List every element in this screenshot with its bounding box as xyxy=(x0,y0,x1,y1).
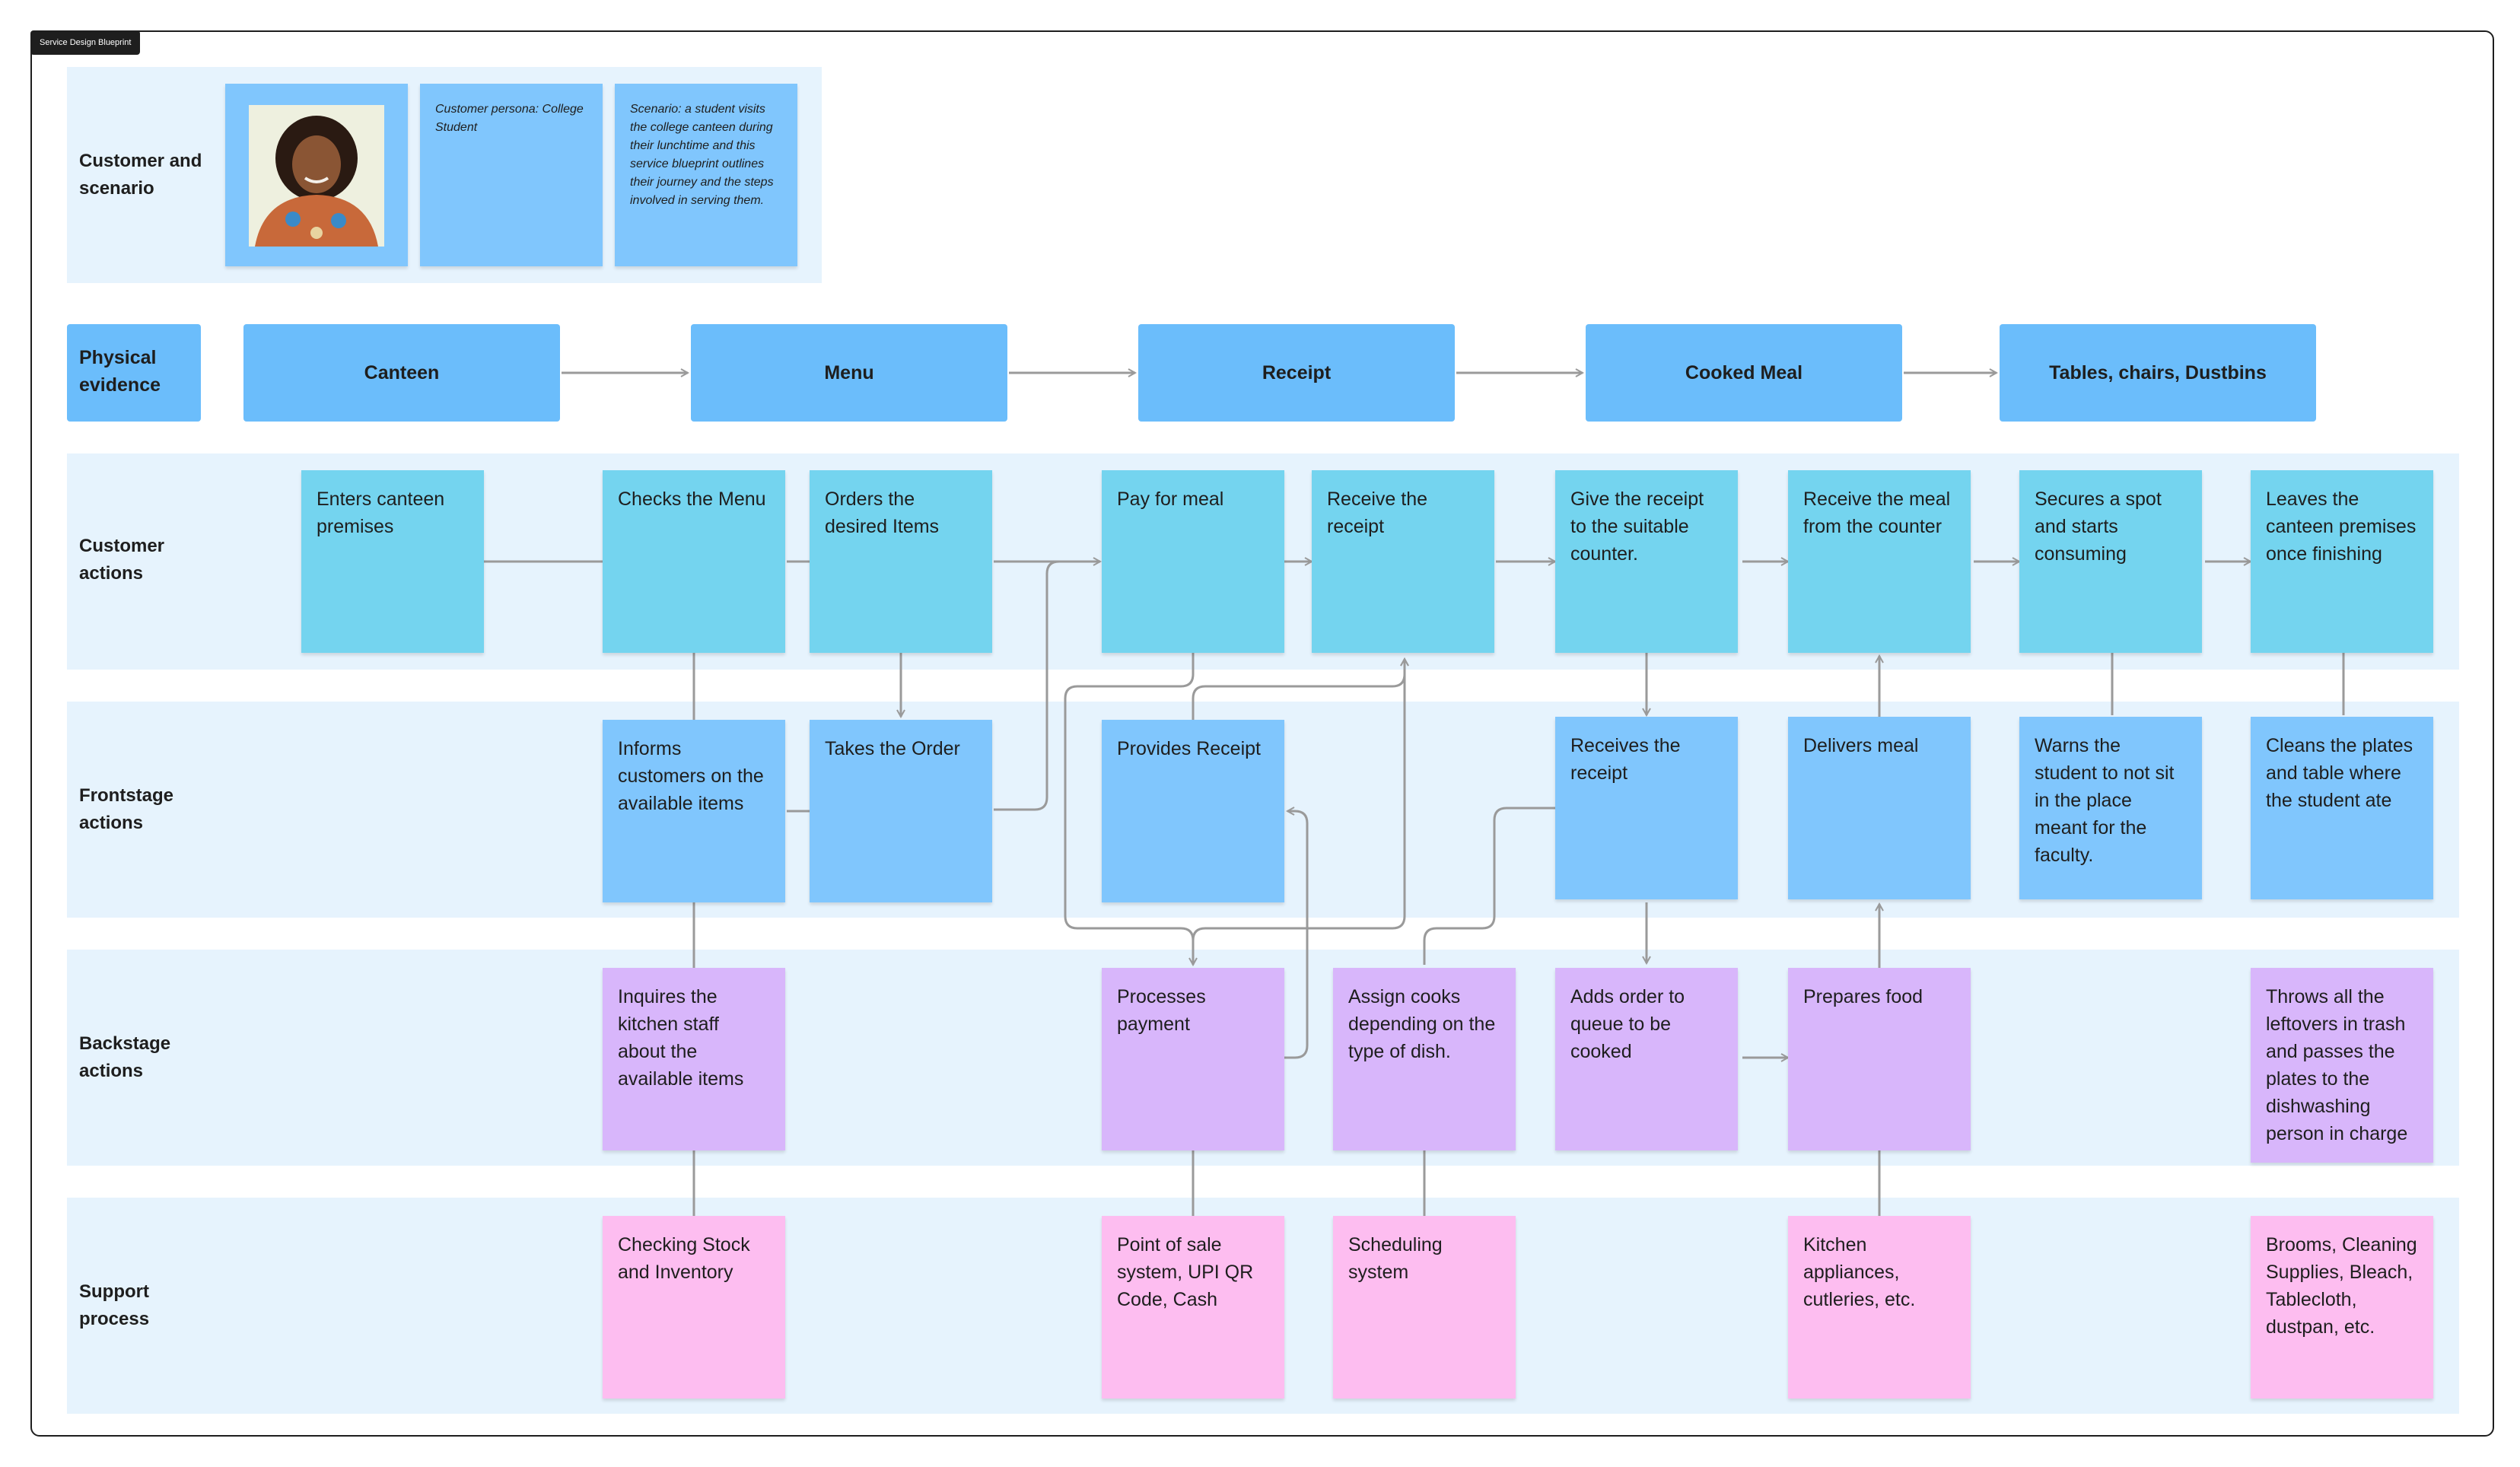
evidence-canteen[interactable]: Canteen xyxy=(243,324,560,422)
support-scheduling-system[interactable]: Scheduling system xyxy=(1333,1216,1516,1399)
backstage-prepares-food[interactable]: Prepares food xyxy=(1788,968,1971,1150)
customer-action-enters[interactable]: Enters canteen premises xyxy=(301,470,484,653)
frontstage-receives-receipt[interactable]: Receives the receipt xyxy=(1555,717,1738,899)
support-process-label: Support process xyxy=(79,1281,150,1329)
customer-action-secures-spot[interactable]: Secures a spot and starts consuming xyxy=(2019,470,2202,653)
frontstage-delivers-meal[interactable]: Delivers meal xyxy=(1788,717,1971,899)
support-cleaning-supplies[interactable]: Brooms, Cleaning Supplies, Bleach, Table… xyxy=(2251,1216,2433,1399)
customer-action-give-receipt[interactable]: Give the receipt to the suitable counter… xyxy=(1555,470,1738,653)
persona-photo-card[interactable] xyxy=(225,84,408,266)
customer-scenario-label: Customer and scenario xyxy=(79,151,202,199)
evidence-tables[interactable]: Tables, chairs, Dustbins xyxy=(2000,324,2316,422)
support-kitchen-appliances[interactable]: Kitchen appliances, cutleries, etc. xyxy=(1788,1216,1971,1399)
backstage-adds-order-queue[interactable]: Adds order to queue to be cooked xyxy=(1555,968,1738,1150)
customer-action-pay[interactable]: Pay for meal xyxy=(1102,470,1284,653)
backstage-assign-cooks[interactable]: Assign cooks depending on the type of di… xyxy=(1333,968,1516,1150)
frame-title[interactable]: Service Design Blueprint xyxy=(30,30,141,55)
physical-evidence-label: Physical evidence xyxy=(67,324,201,422)
customer-action-orders[interactable]: Orders the desired Items xyxy=(810,470,992,653)
support-pos-system[interactable]: Point of sale system, UPI QR Code, Cash xyxy=(1102,1216,1284,1399)
backstage-inquires-kitchen[interactable]: Inquires the kitchen staff about the ava… xyxy=(603,968,785,1150)
backstage-processes-payment[interactable]: Processes payment xyxy=(1102,968,1284,1150)
frontstage-warns-student[interactable]: Warns the student to not sit in the plac… xyxy=(2019,717,2202,899)
customer-actions-label: Customer actions xyxy=(79,536,165,584)
customer-action-leaves[interactable]: Leaves the canteen premises once finishi… xyxy=(2251,470,2433,653)
frontstage-informs[interactable]: Informs customers on the available items xyxy=(603,720,785,902)
frontstage-takes-order[interactable]: Takes the Order xyxy=(810,720,992,902)
frontstage-cleans-plates[interactable]: Cleans the plates and table where the st… xyxy=(2251,717,2433,899)
customer-action-checks-menu[interactable]: Checks the Menu xyxy=(603,470,785,653)
frontstage-provides-receipt[interactable]: Provides Receipt xyxy=(1102,720,1284,902)
backstage-throws-leftovers[interactable]: Throws all the leftovers in trash and pa… xyxy=(2251,968,2433,1163)
persona-card[interactable]: Customer persona: College Student xyxy=(420,84,603,266)
evidence-receipt[interactable]: Receipt xyxy=(1138,324,1455,422)
physical-evidence-label-text: Physical evidence xyxy=(79,347,161,396)
customer-action-receive-receipt[interactable]: Receive the receipt xyxy=(1312,470,1494,653)
evidence-cooked-meal[interactable]: Cooked Meal xyxy=(1586,324,1902,422)
scenario-card[interactable]: Scenario: a student visits the college c… xyxy=(615,84,797,266)
backstage-actions-label: Backstage actions xyxy=(79,1033,171,1081)
support-checking-stock[interactable]: Checking Stock and Inventory xyxy=(603,1216,785,1399)
student-avatar-image xyxy=(249,105,384,247)
customer-action-receive-meal[interactable]: Receive the meal from the counter xyxy=(1788,470,1971,653)
evidence-menu[interactable]: Menu xyxy=(691,324,1007,422)
frontstage-actions-label: Frontstage actions xyxy=(79,785,174,833)
